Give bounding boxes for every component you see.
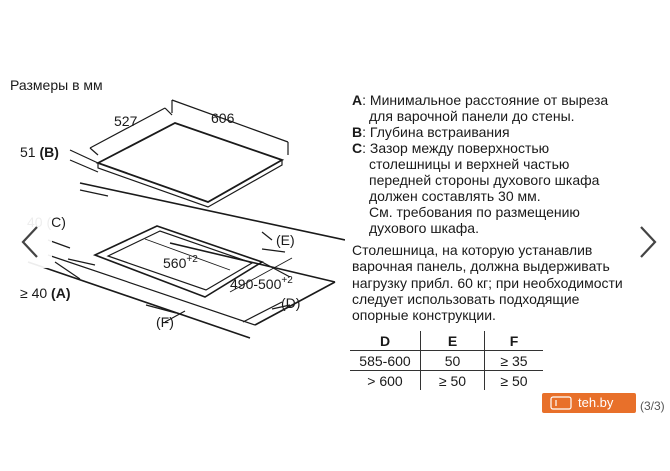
next-image-button[interactable]: [626, 216, 670, 268]
cutout-560-tolerance: +2: [186, 254, 198, 265]
depth-b-letter: (B): [39, 144, 59, 160]
note-line: следует использовать подходящие: [352, 290, 580, 307]
table-row: > 600 ≥ 50 ≥ 50: [350, 370, 543, 390]
table-row: 585-600 50 ≥ 35: [350, 350, 543, 371]
d-letter-label: (D): [281, 295, 301, 311]
note-line: нагрузку прибл. 60 кг; при необходимости: [352, 274, 623, 291]
legend-c: C: Зазор между поверхностью: [352, 140, 550, 156]
legend-c-line1: Зазор между поверхностью: [369, 140, 550, 156]
dimensions-table: D E F 585-600 50 ≥ 35 > 600 ≥ 50 ≥ 50: [350, 331, 543, 390]
table-cell: ≥ 50: [484, 370, 543, 390]
e-letter-label: (E): [276, 232, 295, 248]
cooktop-edge: [97, 160, 283, 208]
note-line: Столешница, на которую устанавлив: [352, 242, 593, 258]
legend-a-line1: Минимальное расстояние от выреза: [369, 92, 609, 108]
table-header-f: F: [484, 331, 543, 351]
legend-a-line2: для варочной панели до стены.: [369, 108, 575, 124]
note-line: опорные конструкции.: [352, 307, 496, 324]
chevron-right-icon: [640, 226, 657, 258]
cutout-490-label: 490-500+2: [230, 273, 293, 292]
cutout-560-value: 560: [163, 255, 187, 271]
legend-c-line3: передней стороны духового шкафа: [369, 172, 600, 188]
min-distance-a-value: ≥ 40: [20, 285, 48, 301]
diagram-heading: Размеры в мм: [10, 77, 103, 93]
width-606-label: 606: [211, 110, 235, 126]
prev-image-button[interactable]: [8, 216, 52, 268]
cutout-490-value: 490-500: [230, 276, 282, 292]
legend-b-line1: Глубина встраивания: [369, 124, 510, 140]
page-indicator: (3/3): [640, 399, 665, 413]
cutout-560-label: 560+2: [163, 252, 198, 271]
cooktop-top-face: [95, 122, 285, 203]
table-cell: > 600: [367, 372, 403, 389]
table-cell: ≥ 35: [484, 350, 543, 371]
legend-c-line4: должен составлять 30 мм.: [369, 188, 541, 204]
legend-a: A: Минимальное расстояние от выреза: [352, 92, 609, 108]
table-cell: 585-600: [350, 350, 421, 371]
ratio-icon: [550, 396, 572, 410]
f-letter-label: (F): [156, 314, 174, 330]
table-cell: ≥ 50: [420, 370, 485, 390]
chevron-left-icon: [21, 226, 38, 258]
legend-c-key: C: [352, 140, 363, 156]
teh-by-watermark: teh.by: [542, 393, 636, 413]
width-527-label: 527: [114, 113, 138, 129]
worktop-load-note: Столешница, на которую устанавлив варочн…: [352, 242, 630, 323]
watermark-text: teh.by: [578, 395, 614, 410]
legend-c-line6: духового шкафа.: [369, 220, 479, 236]
table-cell: 50: [420, 350, 485, 371]
legend-b-key: B: [352, 124, 363, 140]
table-header-e: E: [420, 331, 485, 351]
min-distance-a-letter: (A): [51, 285, 71, 301]
cutout-490-tolerance: +2: [281, 275, 293, 286]
depth-51-label: 51 (B): [20, 144, 59, 160]
legend-c-line2: столешницы и верхней частью: [369, 156, 570, 172]
table-header-d: D: [350, 331, 421, 351]
note-line: варочная панель, должна выдерживать: [352, 258, 610, 275]
worktop-edge-line: [79, 182, 345, 241]
min-distance-a-label: ≥ 40 (A): [20, 285, 70, 301]
legend-c-line5: См. требования по размещению: [369, 204, 580, 220]
legend-b: B: Глубина встраивания: [352, 124, 510, 140]
depth-51-value: 51: [20, 144, 36, 160]
legend-a-key: A: [352, 92, 363, 108]
